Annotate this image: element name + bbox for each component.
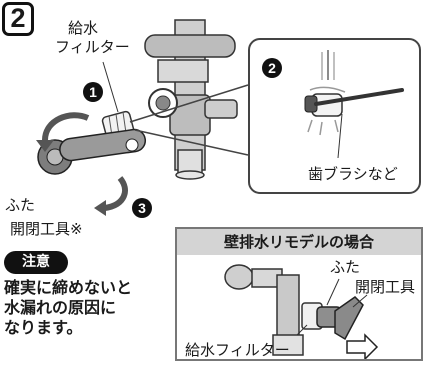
caution-text: 確実に締めないと 水漏れの原因に なります。 [4,278,164,338]
variant-filter-label: 給水フィルター [185,341,290,359]
lid-label: ふた [5,196,36,214]
step-number: 2 [2,2,34,36]
tool-label: 開閉工具※ [10,220,83,238]
step-marker-2: 2 [262,58,282,78]
variant-tool-label: 開閉工具 [355,278,416,296]
toothbrush-label: 歯ブラシなど [308,165,398,183]
filter-label-line1: 給水 [68,19,99,37]
caution-line-3: なります。 [4,318,83,337]
caution-badge: 注意 [4,251,68,274]
wall-drain-variant-box: 壁排水リモデルの場合 ふた 開閉工具 給水フィルター [175,227,423,361]
pull-arrow-icon [346,333,379,359]
rotate-cw-arrow-icon [104,176,128,211]
variant-lid-label: ふた [330,258,361,276]
step-marker-3: 3 [132,198,152,218]
caution-line-1: 確実に締めないと [4,278,133,297]
rotate-ccw-arrow-icon [42,112,90,141]
variant-title: 壁排水リモデルの場合 [177,229,421,255]
step-marker-1: 1 [83,82,103,102]
caution-line-2: 水漏れの原因に [4,298,117,317]
variant-illustration [224,264,379,359]
cap-and-tool-illustration [37,128,147,175]
toothbrush-illustration [304,50,404,159]
filter-label-line2: フィルター [55,38,130,56]
main-illustration [36,19,249,216]
